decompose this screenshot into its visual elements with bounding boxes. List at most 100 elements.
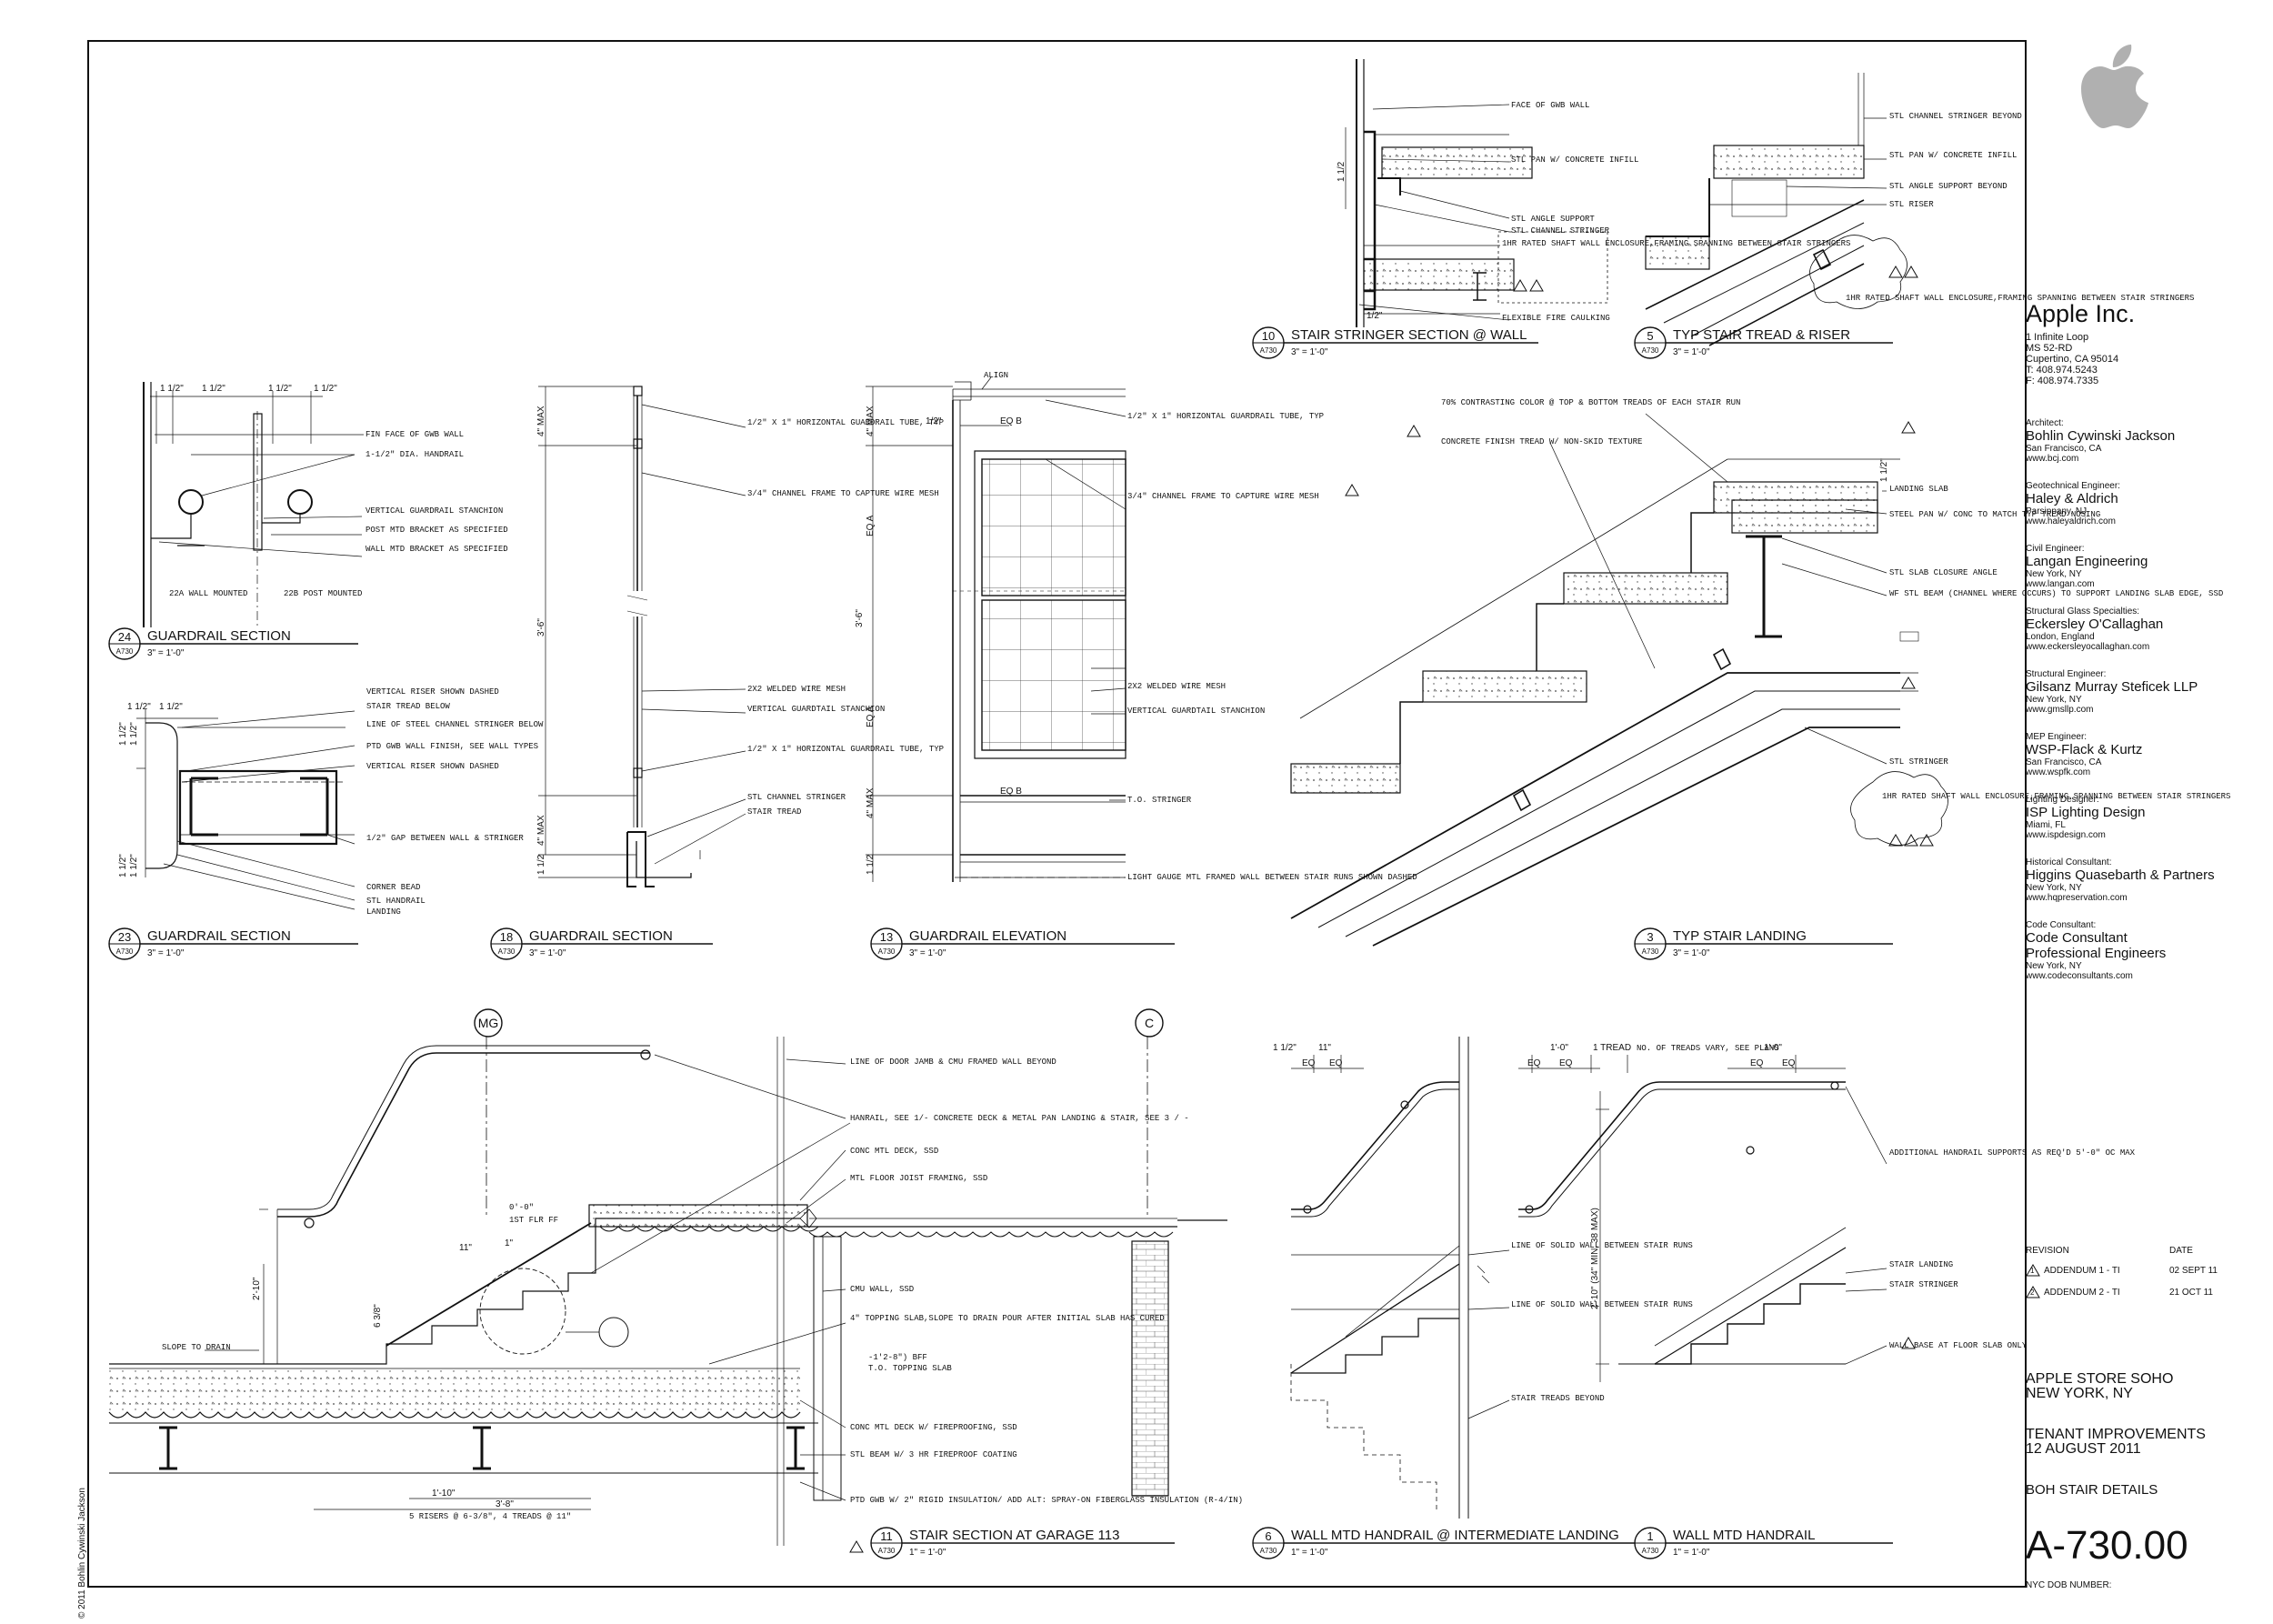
detail-11-notes: LINE OF DOOR JAMB & CMU FRAMED WALL BEYO… <box>162 1058 1243 1521</box>
credit: © 2011 Bohlin Cywinski Jackson <box>77 1488 87 1619</box>
consultant-detail: Parsippany, NJ <box>2026 506 2088 516</box>
revision-label: ADDENDUM 2 - TI <box>2044 1288 2120 1298</box>
project-city: NEW YORK, NY <box>2026 1386 2133 1401</box>
grid-bubble-c: C <box>1135 1008 1164 1038</box>
note: 22B POST MOUNTED <box>284 589 362 598</box>
consultant-detail: www.ispdesign.com <box>2026 830 2106 840</box>
detail-10-stair-stringer-section <box>1345 59 1608 327</box>
consultant-detail: www.eckersleyocallaghan.com <box>2026 642 2150 652</box>
project-phase: TENANT IMPROVEMENTS <box>2026 1427 2206 1442</box>
detail-scale: 3" = 1'-0" <box>1291 347 1328 357</box>
note: NO. OF TREADS VARY, SEE PLANS <box>1637 1044 1779 1053</box>
address-line: MS 52-RD <box>2026 343 2073 354</box>
dim: EQ A <box>866 706 876 727</box>
revision-mark: 2 <box>2030 1288 2035 1297</box>
detail-23-guardrail-section <box>136 709 355 910</box>
dim: EQ <box>1329 1058 1343 1068</box>
note: 1/2" GAP BETWEEN WALL & STRINGER <box>366 834 524 843</box>
note: WALL BASE AT FLOOR SLAB ONLY <box>1889 1341 2028 1350</box>
revision-delta-icons <box>849 266 1934 1553</box>
consultant-role: Lighting Designer: <box>2026 795 2099 805</box>
consultant-detail: www.langan.com <box>2026 579 2095 589</box>
grid-label: C <box>1145 1016 1154 1030</box>
detail-scale: 3" = 1'-0" <box>529 948 566 958</box>
revision-header: REVISION <box>2026 1246 2069 1256</box>
detail-number: 24 <box>118 630 131 644</box>
detail-18-dims: 4" MAX 3'-6" 4" MAX 1 1/2 <box>536 406 546 875</box>
detail-3-dims: 1 1/2" <box>1879 458 1889 482</box>
detail-number: 10 <box>1262 329 1275 343</box>
dim: 1 1/2" <box>118 854 128 877</box>
dim: EQ <box>1302 1058 1316 1068</box>
detail-sheet-ref: A730 <box>1260 1547 1277 1555</box>
dim: 11" <box>459 1243 472 1253</box>
note: 1-1/2" DIA. HANDRAIL <box>365 450 464 459</box>
note: STL ANGLE SUPPORT BEYOND <box>1889 182 2008 191</box>
dim: 2'-10" (34" MIN, 38 MAX) <box>1590 1208 1600 1309</box>
note: WF STL BEAM (CHANNEL WHERE OCCURS) TO SU… <box>1889 589 2223 598</box>
detail-title: STAIR STRINGER SECTION @ WALL <box>1291 327 1527 343</box>
note: CORNER BEAD <box>366 883 420 892</box>
consultant-detail: London, England <box>2026 632 2095 642</box>
note: STAIR STRINGER <box>1889 1280 1958 1289</box>
consultant-firm: Bohlin Cywinski Jackson <box>2026 428 2176 444</box>
detail-number: 6 <box>1265 1529 1271 1543</box>
detail-18-notes: 1/2" X 1" HORIZONTAL GUARDRAIL TUBE, TYP… <box>747 418 944 817</box>
dim: 1'-0" <box>1550 1043 1568 1053</box>
note: STL ANGLE SUPPORT <box>1511 215 1595 224</box>
note: 22A WALL MOUNTED <box>169 589 247 598</box>
note: CONC MTL DECK, SSD <box>850 1147 938 1156</box>
note: SLOPE TO DRAIN <box>162 1343 231 1352</box>
client-address: 1 Infinite Loop MS 52-RD Cupertino, CA 9… <box>2026 332 2118 386</box>
detail-23-notes: VERTICAL RISER SHOWN DASHED STAIR TREAD … <box>366 687 544 917</box>
dim: 1 1/2" <box>118 722 128 746</box>
note: CONC MTL DECK W/ FIREPROOFING, SSD <box>850 1423 1017 1432</box>
detail-6-dims: 1 1/2" 11" EQ EQ <box>1273 1043 1343 1068</box>
consultant-detail: www.hqpreservation.com <box>2026 893 2128 903</box>
note: STAIR LANDING <box>1889 1260 1953 1269</box>
note: VERTICAL GUARDTAIL STANCHION <box>1127 707 1265 716</box>
consultant-detail: www.codeconsultants.com <box>2026 971 2133 981</box>
consultant-firm: Gilsanz Murray Steficek LLP <box>2026 679 2198 695</box>
note: WALL MTD BRACKET AS SPECIFIED <box>365 545 508 554</box>
note: STL HANDRAIL <box>366 897 426 906</box>
consultant-detail: New York, NY <box>2026 569 2082 579</box>
dim: 1 1/2" <box>1879 458 1889 482</box>
note: STL RISER <box>1889 200 1934 209</box>
consultant-detail: New York, NY <box>2026 883 2082 893</box>
dim: 1 1/2" <box>314 384 337 394</box>
consultant-detail: www.gmsllp.com <box>2026 705 2094 715</box>
detail-1-dims: 1'-0" 1 TREAD 1'-0" EQ EQ EQ EQ 2'-10" (… <box>1527 1043 1796 1309</box>
detail-10-notes: FACE OF GWB WALL STL PAN W/ CONCRETE INF… <box>1502 101 1850 323</box>
detail-title: TYP STAIR LANDING <box>1673 928 1807 944</box>
consultant-firm: ISP Lighting Design <box>2026 805 2146 820</box>
note: STL CHANNEL STRINGER <box>747 793 846 802</box>
note: HANRAIL, SEE 1/- CONCRETE DECK & METAL P… <box>850 1114 1189 1123</box>
note: VERTICAL GUARDTAIL STANCHION <box>747 705 885 714</box>
detail-scale: 3" = 1'-0" <box>147 648 185 658</box>
note: LANDING SLAB <box>1889 485 1948 494</box>
consultant-detail: Miami, FL <box>2026 820 2066 830</box>
dim: EQ <box>1527 1058 1541 1068</box>
dim: EQ <box>1750 1058 1764 1068</box>
dim: 1/2" <box>1367 311 1383 321</box>
detail-scale: 3" = 1'-0" <box>909 948 946 958</box>
dim: EQ <box>1559 1058 1573 1068</box>
consultant-firm: Higgins Quasebarth & Partners <box>2026 867 2215 883</box>
dim: EQ A <box>866 515 876 536</box>
detail-number: 5 <box>1647 329 1653 343</box>
detail-24-guardrail-section <box>143 382 364 627</box>
note: STL CHANNEL STRINGER <box>1511 226 1610 236</box>
consultant-role: Historical Consultant: <box>2026 857 2112 867</box>
dim: 1 1/2" <box>160 384 184 394</box>
note: LINE OF STEEL CHANNEL STRINGER BELOW <box>366 720 544 729</box>
dim: 4" MAX <box>536 815 546 846</box>
dim: 1'-10" <box>432 1489 456 1499</box>
dim: 1 1/2" <box>129 722 139 746</box>
detail-title: GUARDRAIL SECTION <box>529 928 673 944</box>
consultant-firm: Haley & Aldrich <box>2026 491 2118 506</box>
dim: 2'-10" <box>252 1277 262 1300</box>
detail-sheet-ref: A730 <box>116 947 134 956</box>
